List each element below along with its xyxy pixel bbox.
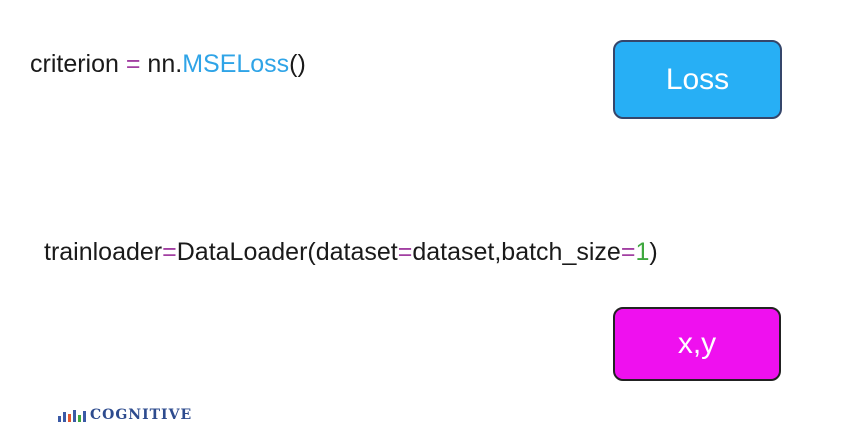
code-token: criterion <box>30 50 126 78</box>
code-token-number: 1 <box>635 238 650 266</box>
logo-bars-icon <box>58 410 86 422</box>
code-token-operator: = <box>125 50 141 78</box>
code-token: ) <box>649 238 658 266</box>
code-token-operator: = <box>620 238 636 266</box>
loss-box-label: Loss <box>665 62 730 96</box>
code-token-operator: = <box>397 238 413 266</box>
code-token: trainloader <box>44 238 163 266</box>
code-token-operator: = <box>162 238 177 266</box>
code-token: () <box>289 50 306 78</box>
code-token: nn. <box>140 50 183 78</box>
loss-box: Loss <box>613 40 782 119</box>
logo-text: COGNITIVE <box>90 408 193 422</box>
cognitive-logo: COGNITIVE <box>58 408 192 422</box>
code-token: dataset,batch_size <box>412 238 621 266</box>
xy-box: x,y <box>613 307 781 381</box>
xy-box-label: x,y <box>677 327 717 360</box>
code-token: DataLoader(dataset <box>176 238 398 266</box>
code-line-trainloader: trainloader=DataLoader(dataset=dataset,b… <box>44 240 658 265</box>
code-line-criterion: criterion = nn.MSELoss() <box>30 52 306 77</box>
code-token-function: MSELoss <box>182 50 290 78</box>
